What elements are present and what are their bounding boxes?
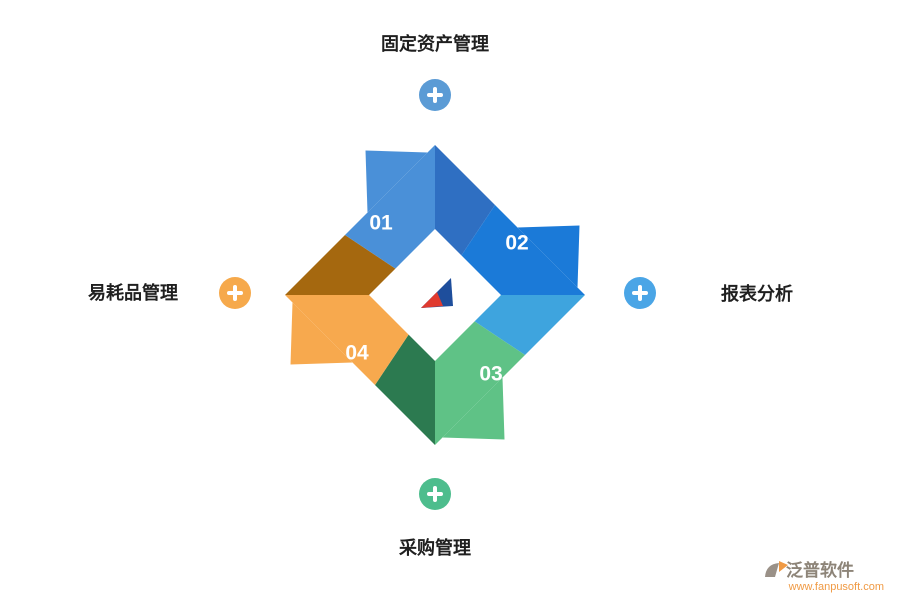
plus-icon (638, 285, 642, 301)
arrow-01-band (345, 145, 435, 269)
brand-url: www.fanpusoft.com (788, 581, 884, 593)
brand-watermark: 泛普软件 www.fanpusoft.com (765, 560, 884, 593)
label-right-report-analysis: 报表分析 (721, 283, 793, 304)
label-left-consumables: 易耗品管理 (88, 282, 178, 303)
arrow-02-head-icon (517, 225, 580, 288)
step-number-03: 03 (479, 363, 502, 386)
label-top-fixed-assets: 固定资产管理 (381, 33, 489, 54)
center-logo-accent-shape (421, 292, 443, 308)
brand-logo-icon (765, 561, 788, 577)
arrow-03-head-icon (442, 377, 505, 440)
arrow-01-fold (435, 145, 495, 256)
plus-icon (433, 486, 437, 502)
brand-name: 泛普软件 (786, 560, 854, 580)
step-number-01: 01 (369, 212, 393, 235)
plus-button-left[interactable] (219, 277, 251, 309)
arrow-04-head-icon (290, 302, 353, 365)
step-number-04: 04 (345, 342, 369, 365)
arrow-01-head-icon (365, 150, 428, 213)
arrow-02-band (461, 205, 585, 295)
plus-icon (233, 285, 237, 301)
arrow-03-fold (375, 334, 435, 445)
arrow-04-band (285, 295, 409, 385)
plus-button-top[interactable] (419, 79, 451, 111)
plus-button-bottom[interactable] (419, 478, 451, 510)
plus-button-right[interactable] (624, 277, 656, 309)
arrow-02-fold (474, 295, 585, 355)
arrow-03-band (435, 321, 525, 445)
step-number-02: 02 (505, 232, 528, 255)
arrow-04-fold (285, 235, 396, 295)
plus-icon (433, 87, 437, 103)
label-bottom-procurement: 采购管理 (398, 537, 471, 558)
center-logo (421, 278, 453, 308)
